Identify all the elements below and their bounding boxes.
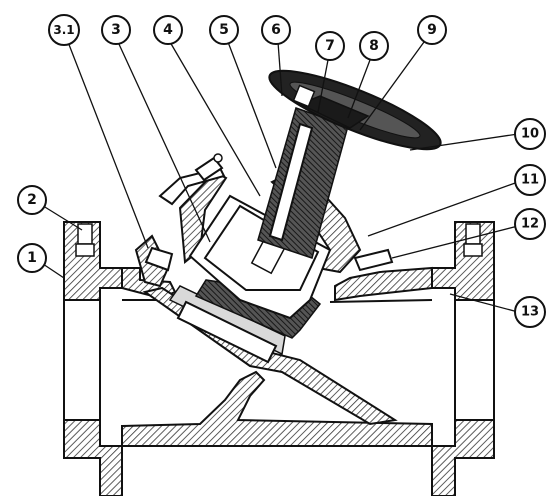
disc-face: [176, 300, 278, 364]
callout-13: 13: [514, 296, 546, 328]
spindle: [268, 122, 314, 242]
callout-3: 3: [101, 15, 131, 45]
svg-text:12: 12: [521, 217, 539, 232]
svg-text:3.1: 3.1: [53, 23, 74, 37]
upper-body-wall-right: [334, 266, 433, 302]
callout-5: 5: [209, 15, 239, 45]
callout-12: 12: [514, 208, 546, 240]
svg-text:5: 5: [219, 22, 229, 38]
svg-text:13: 13: [521, 305, 539, 320]
leader-8: [347, 59, 371, 119]
callout-4: 4: [153, 15, 183, 45]
leader-10: [409, 133, 519, 151]
svg-text:3: 3: [111, 22, 121, 38]
leader-3: [117, 41, 211, 243]
callouts: 1 2 3.1 3 4 5 6 7: [17, 14, 546, 328]
svg-text:4: 4: [163, 22, 173, 38]
svg-text:9: 9: [427, 22, 437, 38]
left-flange-upper: [63, 221, 123, 301]
stem-top: [292, 84, 316, 108]
callout-7: 7: [315, 31, 345, 61]
right-flange-lower: [431, 419, 495, 496]
leader-3-1: [67, 41, 149, 249]
left-flange-lower: [63, 419, 123, 496]
bonnet-assembly: [257, 69, 442, 259]
leader-5: [227, 41, 277, 169]
svg-text:8: 8: [369, 38, 379, 54]
side-fittings: [144, 153, 394, 272]
svg-text:10: 10: [521, 127, 539, 142]
svg-text:11: 11: [521, 173, 539, 188]
callout-1: 1: [17, 243, 47, 273]
nut-right: [463, 243, 483, 257]
svg-text:6: 6: [271, 22, 281, 38]
flow-passage-outline: [63, 300, 495, 420]
callout-10: 10: [514, 118, 546, 150]
leader-7: [317, 59, 329, 113]
svg-text:1: 1: [27, 250, 37, 266]
callout-6: 6: [261, 15, 291, 45]
nut-left: [75, 243, 95, 257]
tap-fitting: [194, 156, 224, 182]
leader-4: [169, 41, 261, 197]
pressure-tap-left: [144, 246, 174, 272]
callout-9: 9: [417, 15, 447, 45]
callout-11: 11: [514, 164, 546, 196]
svg-text:7: 7: [325, 38, 335, 54]
callout-2: 2: [17, 185, 47, 215]
handwheel-hub: [298, 95, 370, 129]
pressure-tap-right: [353, 248, 394, 272]
callout-8: 8: [359, 31, 389, 61]
bolt-right: [465, 223, 481, 245]
callout-3-1: 3.1: [48, 14, 80, 46]
leader-6: [277, 41, 283, 97]
leader-9: [359, 41, 425, 131]
lower-body-wall: [121, 370, 433, 447]
leader-13: [449, 293, 519, 313]
bolt-left: [77, 223, 93, 245]
leader-lines: [39, 41, 519, 313]
svg-text:2: 2: [27, 192, 37, 208]
leader-11: [367, 181, 519, 237]
seat-disc-assembly: [168, 194, 332, 364]
leader-12: [391, 225, 519, 259]
leader-2: [39, 203, 83, 231]
vent-plug: [213, 153, 223, 163]
right-flange-upper: [431, 221, 495, 301]
